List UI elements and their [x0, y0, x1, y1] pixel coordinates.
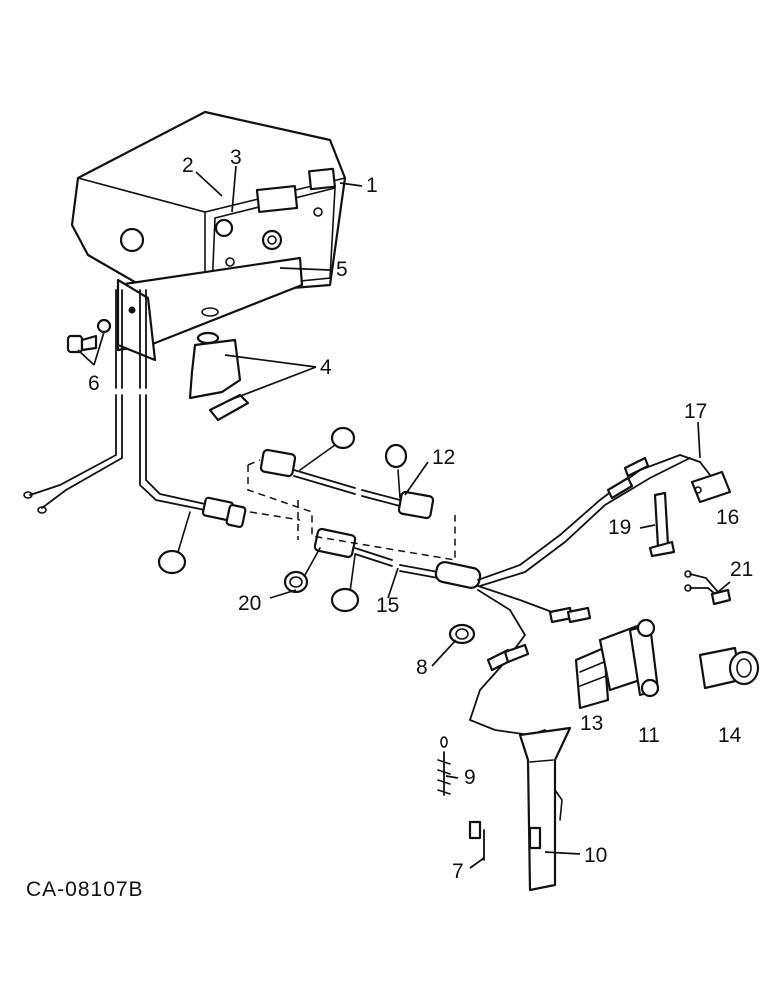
strip-19 — [648, 491, 676, 558]
callout-2: 2 — [182, 154, 194, 177]
callout-14: 14 — [718, 724, 742, 747]
clamp-13 — [574, 646, 610, 710]
knob-screw — [66, 318, 112, 354]
callout-21: 21 — [730, 558, 753, 581]
callout-labels: 1 2 3 4 5 6 7 8 9 10 11 12 13 14 15 16 1… — [88, 146, 753, 883]
callout-4: 4 — [320, 356, 332, 379]
callout-15: 15 — [376, 594, 399, 617]
pin-7 — [468, 820, 485, 861]
assembly-outlines — [247, 459, 456, 561]
callout-6: 6 — [88, 372, 100, 395]
callout-1: 1 — [366, 174, 378, 197]
harness-trunk — [399, 454, 701, 736]
drawing-code: CA-08107B — [26, 878, 144, 901]
ring-8 — [448, 623, 476, 645]
small-brackets — [188, 338, 250, 422]
wire-plugs — [486, 456, 650, 672]
left-connector — [157, 496, 247, 575]
handle-10 — [518, 726, 572, 892]
callout-3: 3 — [230, 146, 242, 169]
switch-14 — [698, 646, 760, 690]
callout-7: 7 — [452, 860, 464, 883]
spring-9 — [437, 736, 451, 796]
sensor-16 — [690, 461, 732, 504]
mounting-bracket — [116, 256, 304, 362]
callout-17: 17 — [684, 400, 707, 423]
lever-11 — [598, 618, 660, 698]
console-housing — [70, 110, 347, 297]
callout-13: 13 — [580, 712, 603, 735]
callout-10: 10 — [584, 844, 607, 867]
callout-11: 11 — [638, 724, 660, 747]
mid-connector — [283, 527, 393, 613]
callout-20: 20 — [238, 592, 261, 615]
extension-cable — [259, 426, 435, 520]
harness-21 — [684, 570, 732, 606]
leader-lines — [77, 165, 731, 869]
console-cables — [23, 289, 206, 514]
callout-19: 19 — [608, 516, 631, 539]
callout-8: 8 — [416, 656, 428, 679]
callout-5: 5 — [336, 258, 348, 281]
callout-12: 12 — [432, 446, 455, 469]
callout-16: 16 — [716, 506, 739, 529]
callout-9: 9 — [464, 766, 476, 789]
